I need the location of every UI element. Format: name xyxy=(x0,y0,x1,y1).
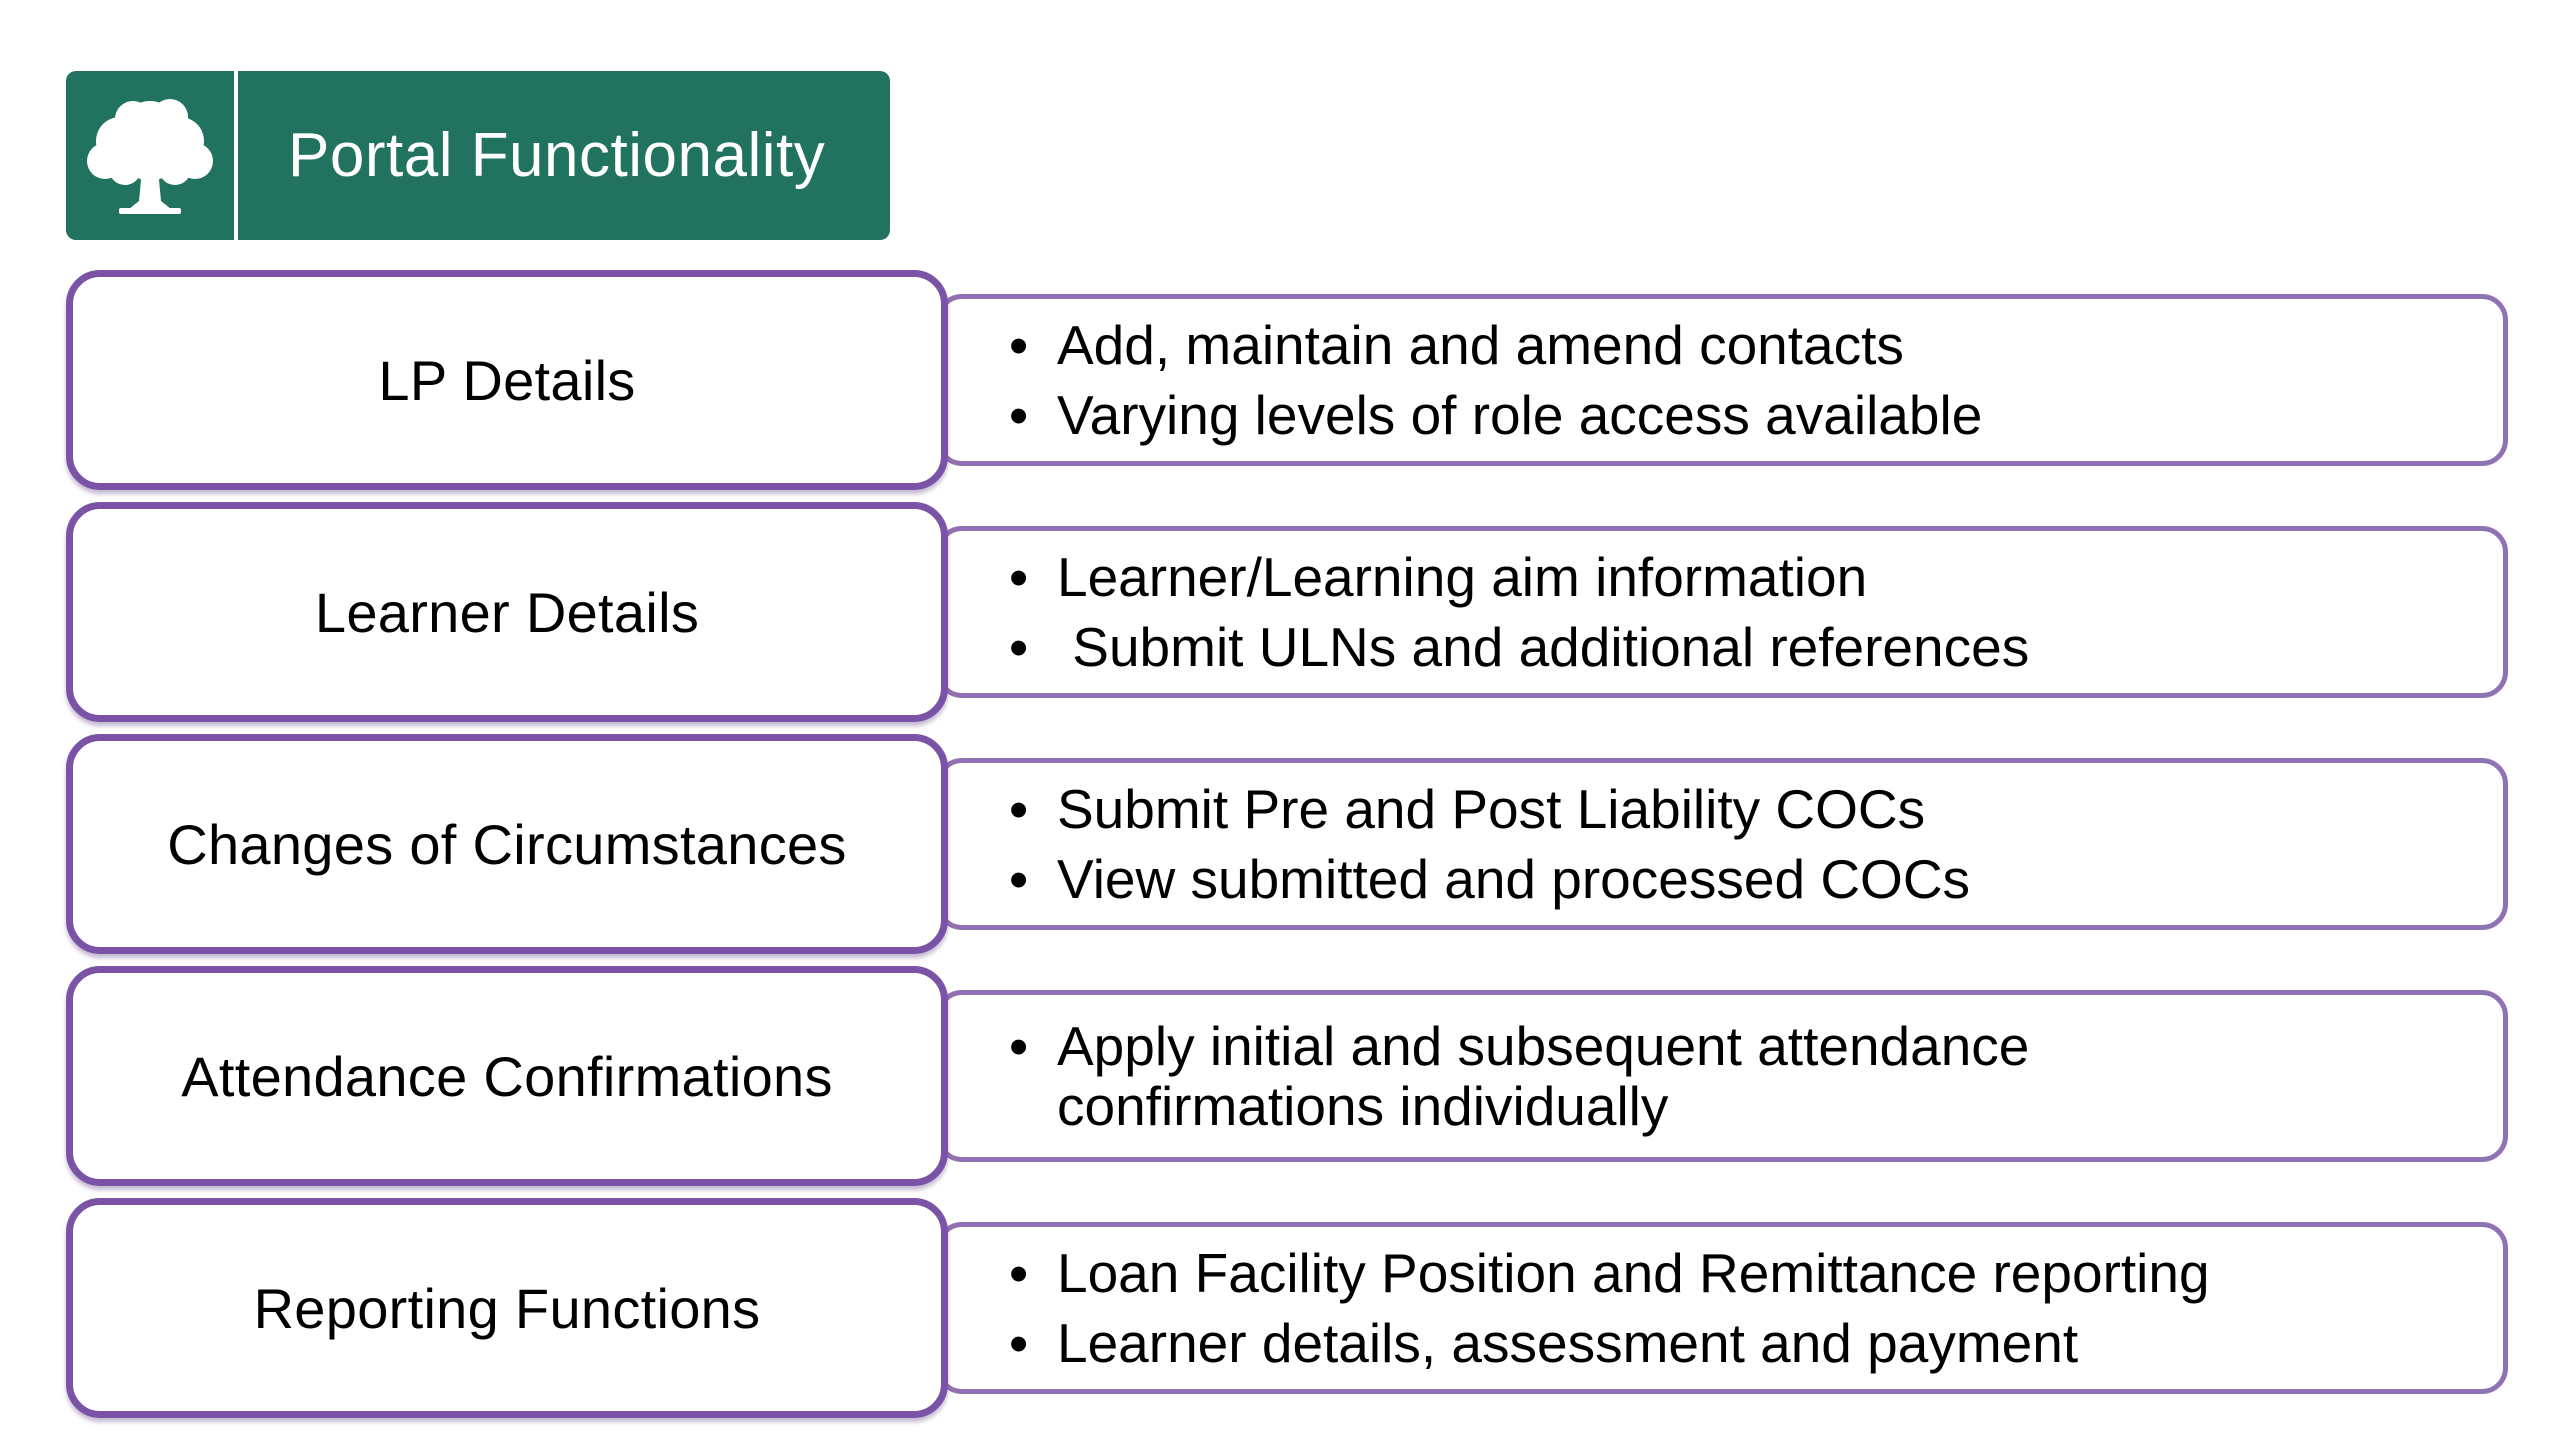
bullet-list: Add, maintain and amend contacts Varying… xyxy=(941,310,1982,450)
bullet-item: Varying levels of role access available xyxy=(1009,380,1982,450)
page-title: Portal Functionality xyxy=(288,121,826,190)
bullet-item: Submit Pre and Post Liability COCs xyxy=(1009,774,1970,844)
bullet-item: View submitted and processed COCs xyxy=(1009,844,1970,914)
bullet-list: Learner/Learning aim information Submit … xyxy=(941,542,2029,682)
row-changes-of-circumstances: Submit Pre and Post Liability COCs View … xyxy=(66,734,2516,966)
description-box: Apply initial and subsequent attendance … xyxy=(936,990,2508,1162)
label-attendance-confirmations: Attendance Confirmations xyxy=(66,966,948,1186)
description-box: Submit Pre and Post Liability COCs View … xyxy=(936,758,2508,930)
label-reporting-functions: Reporting Functions xyxy=(66,1198,948,1418)
row-reporting-functions: Loan Facility Position and Remittance re… xyxy=(66,1198,2516,1430)
bullet-item: Apply initial and subsequent attendance … xyxy=(1009,1016,2109,1136)
label-changes-of-circumstances: Changes of Circumstances xyxy=(66,734,948,954)
bullet-list: Apply initial and subsequent attendance … xyxy=(941,1016,2109,1136)
description-box: Learner/Learning aim information Submit … xyxy=(936,526,2508,698)
row-lp-details: Add, maintain and amend contacts Varying… xyxy=(66,270,2516,502)
functionality-list: Add, maintain and amend contacts Varying… xyxy=(66,270,2516,1430)
bullet-list: Submit Pre and Post Liability COCs View … xyxy=(941,774,1970,914)
oak-tree-icon xyxy=(87,98,213,214)
label-learner-details: Learner Details xyxy=(66,502,948,722)
bullet-item: Learner details, assessment and payment xyxy=(1009,1308,2210,1378)
label-lp-details: LP Details xyxy=(66,270,948,490)
description-box: Loan Facility Position and Remittance re… xyxy=(936,1222,2508,1394)
bullet-item: Add, maintain and amend contacts xyxy=(1009,310,1982,380)
description-box: Add, maintain and amend contacts Varying… xyxy=(936,294,2508,466)
bullet-item: Learner/Learning aim information xyxy=(1009,542,2029,612)
bullet-list: Loan Facility Position and Remittance re… xyxy=(941,1238,2210,1378)
bullet-item: Loan Facility Position and Remittance re… xyxy=(1009,1238,2210,1308)
row-learner-details: Learner/Learning aim information Submit … xyxy=(66,502,2516,734)
header-banner: Portal Functionality xyxy=(66,71,890,240)
bullet-item: Submit ULNs and additional references xyxy=(1009,612,2029,682)
row-attendance-confirmations: Apply initial and subsequent attendance … xyxy=(66,966,2516,1198)
logo xyxy=(66,71,238,240)
